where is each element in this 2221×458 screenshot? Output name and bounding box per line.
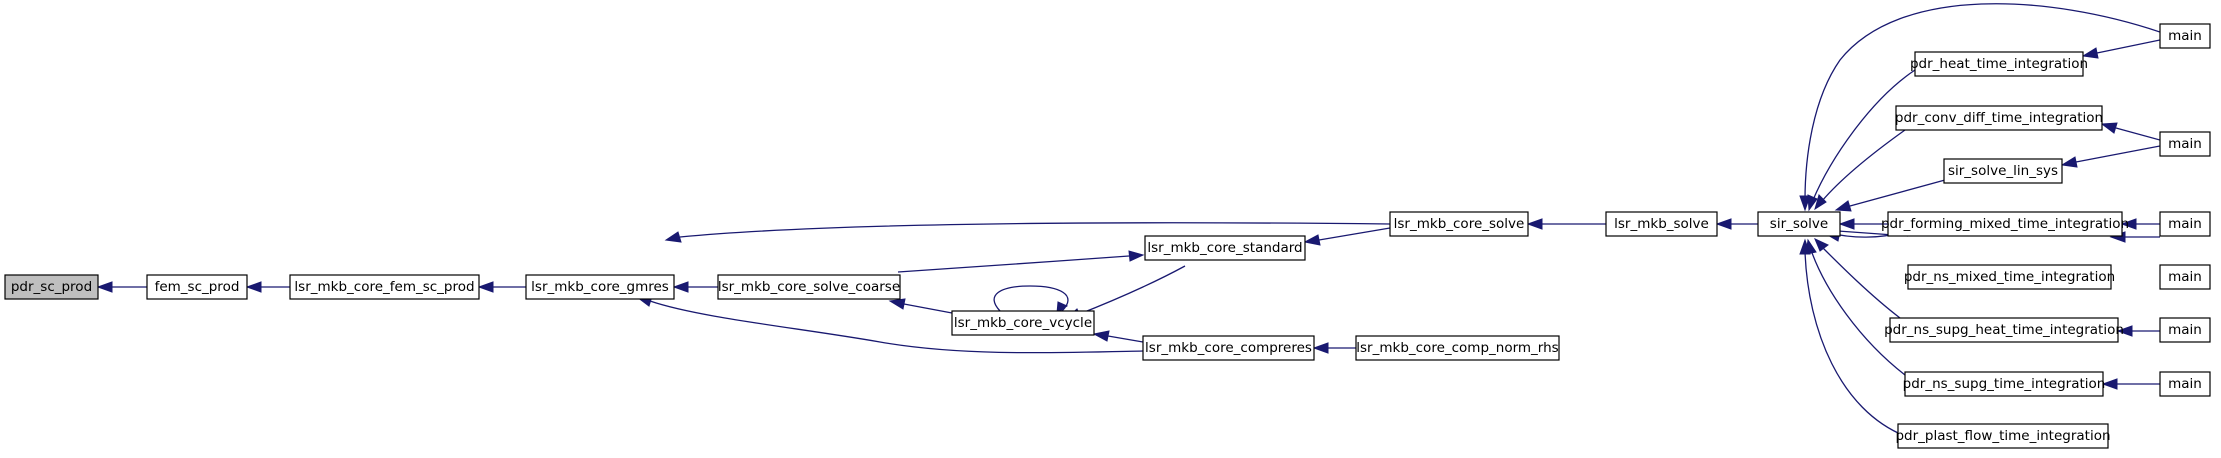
edge-arrowhead [1056, 301, 1069, 315]
edge-lsr_mkb_core_solve-to-lsr_mkb_core_standard [1318, 227, 1391, 241]
node-lsr_mkb_solve[interactable]: lsr_mkb_solve [1605, 211, 1718, 237]
edge-lsr_mkb_core_compreres-to-lsr_mkb_core_vcycle [1107, 335, 1144, 343]
node-label: lsr_mkb_core_compreres [1145, 340, 1312, 356]
edge-pdr_plast_flow_time_integration-to-sir_solve [1804, 251, 1906, 437]
edge-pdr_ns_supg_heat_time_integration-to-sir_solve [1821, 246, 1901, 319]
edge-pdr_ns_supg_time_integration-to-sir_solve [1810, 249, 1906, 376]
node-label: fem_sc_prod [155, 279, 240, 295]
edge-arrowhead [1814, 238, 1829, 252]
node-pdr_plast_flow_time_integration[interactable]: pdr_plast_flow_time_integration [1895, 423, 2111, 449]
node-label: main [2168, 28, 2202, 44]
node-label: pdr_ns_supg_time_integration [1903, 376, 2106, 392]
edge-arrowhead [245, 281, 262, 293]
edge-pdr_conv_diff_time_integration-to-sir_solve [1821, 129, 1906, 202]
edges [96, 3, 2161, 437]
edge-lsr_mkb_core_vcycle-to-lsr_mkb_core_solve_coarse [903, 303, 953, 314]
node-label: lsr_mkb_core_gmres [531, 279, 669, 295]
edge-arrowhead [888, 298, 906, 310]
node-main-1[interactable]: main [2159, 23, 2211, 49]
edge-main_1-to-sir_solve [1804, 3, 2161, 201]
node-lsr_mkb_core_solve_coarse[interactable]: lsr_mkb_core_solve_coarse [717, 274, 901, 300]
edge-lsr_mkb_core_solve-to-lsr_mkb_core_gmres [679, 222, 1391, 238]
node-label: pdr_ns_mixed_time_integration [1904, 269, 2115, 285]
edge-arrowhead [2100, 122, 2118, 134]
edge-arrowhead [1834, 200, 1852, 212]
edge-arrowhead [1799, 195, 1811, 212]
node-pdr_conv_diff_time_integration[interactable]: pdr_conv_diff_time_integration [1895, 105, 2103, 131]
node-label: lsr_mkb_solve [1614, 216, 1709, 232]
node-label: lsr_mkb_core_vcycle [954, 315, 1092, 331]
node-lsr_mkb_core_standard[interactable]: lsr_mkb_core_standard [1144, 235, 1306, 261]
edge-arrowhead [1312, 342, 1329, 354]
edge-arrowhead [1807, 194, 1818, 212]
node-pdr_forming_mixed_time_integration[interactable]: pdr_forming_mixed_time_integration [1881, 211, 2129, 237]
edge-arrowhead [1715, 218, 1732, 230]
node-label: lsr_mkb_core_standard [1147, 240, 1302, 256]
node-label: lsr_mkb_core_comp_norm_rhs [1356, 340, 1558, 356]
edge-arrowhead [1303, 234, 1321, 246]
edge-sir_solve_lin_sys-to-sir_solve [1849, 179, 1946, 207]
node-label: pdr_ns_supg_heat_time_integration [1884, 322, 2124, 338]
node-fem_sc_prod[interactable]: fem_sc_prod [146, 274, 248, 300]
node-label: main [2168, 376, 2202, 392]
edge-arrowhead [1128, 250, 1145, 262]
node-label: sir_solve [1770, 216, 1828, 232]
edge-arrowhead [1814, 194, 1827, 211]
edge-pdr_heat_time_integration-to-sir_solve [1812, 69, 1916, 201]
edge-arrowhead [2116, 325, 2133, 337]
node-sir_solve[interactable]: sir_solve [1757, 211, 1841, 237]
node-label: pdr_forming_mixed_time_integration [1881, 216, 2129, 232]
edge-arrowhead [477, 281, 494, 293]
node-main-3[interactable]: main [2159, 211, 2211, 237]
edge-arrowhead [672, 281, 689, 293]
nodes: pdr_sc_prod fem_sc_prod lsr_mkb_core_fem… [4, 23, 2211, 449]
edge-arrowhead [1799, 238, 1811, 255]
node-label: lsr_mkb_core_solve_coarse [718, 279, 900, 295]
node-lsr_mkb_core_fem_sc_prod[interactable]: lsr_mkb_core_fem_sc_prod [289, 274, 480, 300]
node-label: main [2168, 269, 2202, 285]
node-lsr_mkb_core_comp_norm_rhs[interactable]: lsr_mkb_core_comp_norm_rhs [1355, 335, 1560, 361]
node-pdr_sc_prod[interactable]: pdr_sc_prod [4, 274, 99, 300]
edge-lsr_mkb_core_vcycle-self-loop [993, 285, 1069, 312]
edge-arrowhead [664, 231, 682, 243]
edge-arrowhead [2120, 218, 2137, 230]
node-main-4[interactable]: main [2159, 264, 2211, 290]
node-label: main [2168, 136, 2202, 152]
edge-arrowhead [2060, 156, 2078, 168]
edge-lsr_mkb_core_standard-to-lsr_mkb_core_vcycle [1076, 265, 1186, 316]
node-lsr_mkb_core_solve[interactable]: lsr_mkb_core_solve [1389, 211, 1529, 237]
edge-arrowhead [1092, 330, 1110, 342]
edge-main_3-to-pdr_conv_diff_time_integration [2115, 127, 2161, 141]
edge-main_2-to-pdr_heat_time_integration [2096, 39, 2161, 54]
edge-lsr_mkb_core_compreres-to-lsr_mkb_core_gmres [649, 300, 1144, 354]
node-label: pdr_conv_diff_time_integration [1895, 110, 2103, 126]
node-label: lsr_mkb_core_fem_sc_prod [294, 279, 474, 295]
edge-arrowhead [96, 281, 113, 293]
node-label: lsr_mkb_core_solve [1394, 216, 1525, 232]
node-lsr_mkb_core_compreres[interactable]: lsr_mkb_core_compreres [1142, 335, 1315, 361]
node-label: main [2168, 322, 2202, 338]
node-pdr_ns_mixed_time_integration[interactable]: pdr_ns_mixed_time_integration [1904, 264, 2115, 290]
node-label: sir_solve_lin_sys [1948, 163, 2058, 179]
node-label: main [2168, 216, 2202, 232]
node-lsr_mkb_core_vcycle[interactable]: lsr_mkb_core_vcycle [951, 310, 1095, 336]
node-label: pdr_heat_time_integration [1910, 56, 2088, 72]
node-main-6[interactable]: main [2159, 371, 2211, 397]
node-pdr_ns_supg_time_integration[interactable]: pdr_ns_supg_time_integration [1903, 371, 2106, 397]
edge-arrowhead [2081, 47, 2099, 59]
node-label: pdr_plast_flow_time_integration [1895, 428, 2110, 444]
node-sir_solve_lin_sys[interactable]: sir_solve_lin_sys [1943, 158, 2063, 184]
node-main-5[interactable]: main [2159, 317, 2211, 343]
node-label: pdr_sc_prod [11, 279, 92, 295]
node-lsr_mkb_core_gmres[interactable]: lsr_mkb_core_gmres [525, 274, 675, 300]
node-main-2[interactable]: main [2159, 131, 2211, 157]
edge-arrowhead [2101, 378, 2118, 390]
edge-lsr_mkb_core_standard-to-lsr_mkb_core_solve_coarse [897, 255, 1130, 273]
edge-arrowhead [1838, 218, 1855, 230]
node-pdr_ns_supg_heat_time_integration[interactable]: pdr_ns_supg_heat_time_integration [1884, 317, 2124, 343]
node-pdr_heat_time_integration[interactable]: pdr_heat_time_integration [1910, 51, 2088, 77]
edge-main_3-to-sir_solve_lin_sys [2075, 145, 2161, 163]
edge-arrowhead [1526, 218, 1543, 230]
